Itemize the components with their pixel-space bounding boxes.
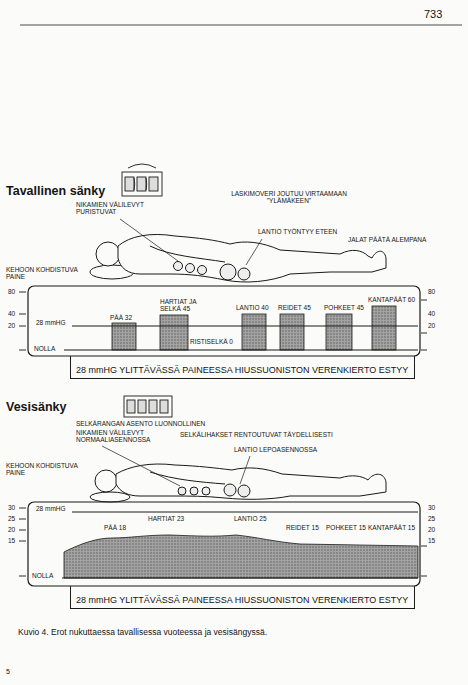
header-rule — [20, 25, 462, 26]
reference-label: 28 mmHG — [36, 319, 66, 326]
reference-label: 28 mmHG — [36, 505, 66, 512]
callout-text: SELKÄRANGAN ASENTO LUONNOLLINEN — [76, 420, 205, 427]
note-box: 28 mmHG YLITTÄVÄSSÄ PAINEESSA HIUSSUONIS… — [70, 586, 415, 609]
scale-value: 20 — [428, 526, 435, 533]
bar-label: REIDET 45 — [278, 304, 311, 311]
bar-label: HARTIAT JA SELKÄ 45 — [160, 298, 206, 313]
scale-value: 40 — [8, 310, 15, 317]
callout-text: NIKAMIEN VÄLILEVYT NORMAALIASENNOSSA — [76, 429, 158, 444]
axis-title: KEHOON KOHDISTUVA PAINE — [6, 266, 90, 281]
spine-icon — [122, 164, 162, 196]
note-text: 28 mmHG YLITTÄVÄSSÄ PAINEESSA HIUSSUONIS… — [76, 365, 408, 375]
scale-value: 40 — [428, 310, 435, 317]
scale-value: 20 — [8, 322, 15, 329]
callout-text: LANTIO TYÖNTYY ETEEN — [258, 228, 337, 235]
zero-label: NOLLA — [32, 572, 53, 579]
page-marker: 5 — [6, 668, 10, 676]
leader-line — [120, 219, 178, 261]
scale-ticks — [19, 508, 427, 576]
callout-text: SELKÄLIHAKSET RENTOUTUVAT TÄYDELLISESTI — [180, 431, 333, 438]
bar-label: LANTIO 25 — [234, 515, 267, 522]
note-text: 28 mmHG YLITTÄVÄSSÄ PAINEESSA HIUSSUONIS… — [76, 595, 408, 605]
bar-label: POHKEET 15 — [326, 524, 366, 531]
scale-value: 20 — [428, 322, 435, 329]
scale-value: 20 — [8, 526, 15, 533]
bar-label: KANTAPÄÄT 60 — [368, 296, 415, 303]
zero-line — [64, 349, 418, 350]
scale-value: 15 — [428, 537, 435, 544]
person-figure — [90, 234, 386, 282]
scale-value: 30 — [8, 504, 15, 511]
page-number: 733 — [424, 8, 442, 21]
figure-caption: Kuvio 4. Erot nukuttaessa tavallisessa v… — [18, 628, 458, 638]
bar-label: REIDET 15 — [286, 524, 319, 531]
bar-label: PÄÄ 32 — [110, 314, 132, 321]
callout-text: JALAT PÄÄTÄ ALEMPANA — [348, 236, 426, 243]
bar-label: HARTIAT 23 — [148, 515, 184, 522]
note-box: 28 mmHG YLITTÄVÄSSÄ PAINEESSA HIUSSUONIS… — [70, 356, 415, 379]
callout-text: LANTIO LEPOASENNOSSA — [234, 446, 317, 453]
scale-value: 80 — [428, 288, 435, 295]
scale-value: 25 — [428, 515, 435, 522]
bar-label: RISTISELKÄ 0 — [190, 338, 233, 345]
leader-line — [246, 239, 262, 265]
scale-value: 30 — [428, 504, 435, 511]
scale-value: 25 — [8, 515, 15, 522]
scale-ticks — [19, 292, 427, 350]
leader-line — [240, 456, 250, 484]
bar-label: POHKEET 45 — [324, 304, 364, 311]
bar-label: LANTIO 40 — [236, 304, 269, 311]
callout-text: LASKIMOVERI JOUTUU VIRTAAMAAN "YLÄMÄKEEN… — [224, 190, 354, 205]
leader-line — [102, 446, 180, 486]
axis-title: KEHOON KOHDISTUVA PAINE — [6, 462, 90, 477]
pressure-bars — [112, 306, 396, 350]
spine-icon — [124, 396, 172, 417]
mattress-frame — [28, 286, 420, 356]
zero-label: NOLLA — [34, 345, 55, 352]
section-heading: Tavallinen sänky — [6, 184, 105, 198]
reference-line — [72, 512, 418, 513]
scale-value: 15 — [8, 537, 15, 544]
callout-text: NIKAMIEN VÄLILEVYT PURISTUVAT — [76, 201, 162, 216]
reference-line — [72, 326, 418, 327]
scale-value: 80 — [8, 288, 15, 295]
zero-line — [62, 577, 418, 578]
bar-label: PÄÄ 18 — [104, 524, 126, 531]
waterbed-frame — [28, 502, 420, 586]
section-heading: Vesisänky — [6, 400, 66, 414]
bar-label: KANTAPÄÄT 15 — [368, 524, 415, 531]
person-figure — [90, 464, 386, 502]
pressure-area — [64, 535, 418, 578]
